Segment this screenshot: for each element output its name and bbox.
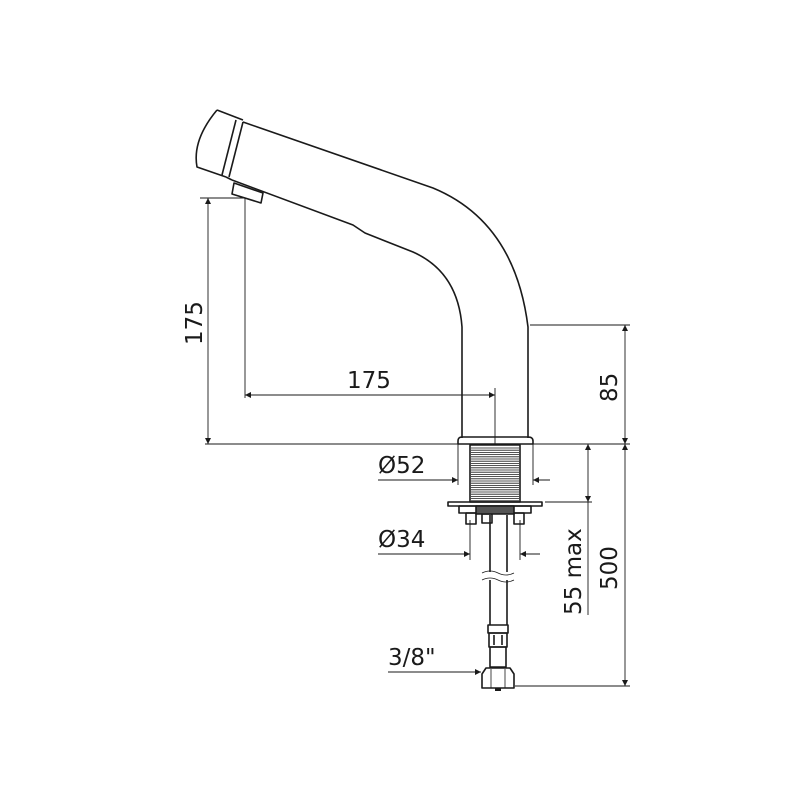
base-diameter-label: Ø52 [378,453,425,479]
hex-nut [481,667,515,691]
faucet-spout [195,109,529,438]
pipe-diameter-label: Ø34 [378,527,425,553]
spout-reach-label: 175 [347,368,391,394]
base-flange [457,436,534,445]
supply-hose [481,515,515,625]
max-deck-thickness-label: 55 max [561,528,587,615]
dimension-lines [200,197,630,687]
connection-size-label: 3/8" [388,645,436,671]
body-height-label: 85 [597,373,623,402]
hose-length-label: 500 [597,546,623,590]
threaded-shank [469,444,521,503]
spout-height-label: 175 [182,301,208,345]
hose-fitting [487,624,509,668]
aerator [231,182,264,204]
mounting-nuts [458,505,532,525]
